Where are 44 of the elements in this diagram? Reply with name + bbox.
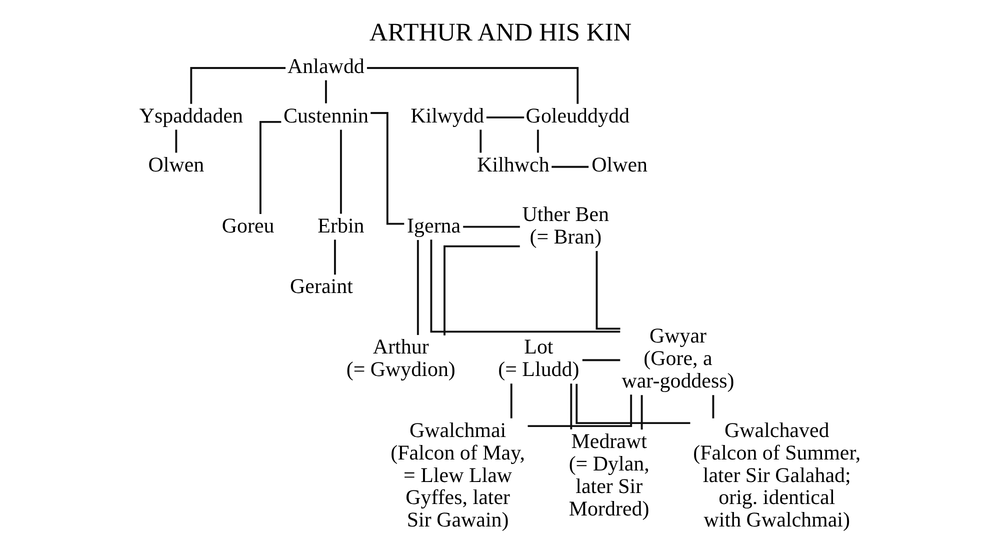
node-text: Gwalchaved (Falcon of Summer, later Sir Galahad; orig. identical with Gwalchmai) <box>692 418 860 532</box>
connector <box>582 359 620 362</box>
node-text: Igerna <box>406 213 460 238</box>
node-text: Kilwydd <box>410 103 484 128</box>
connector <box>462 226 520 228</box>
connector <box>536 130 538 153</box>
node-text: Goreu <box>221 213 274 238</box>
diagram-title: ARTHUR AND HIS KIN <box>368 17 632 46</box>
connector <box>324 80 326 104</box>
node-text: Olwen <box>148 152 204 177</box>
connector <box>510 384 512 418</box>
connector <box>479 130 482 153</box>
connector <box>370 112 404 225</box>
connector <box>174 130 177 153</box>
node-text: Kilhwch <box>476 152 549 177</box>
node-text: Geraint <box>290 274 352 298</box>
connector <box>340 130 342 214</box>
connector <box>430 240 620 333</box>
connector <box>416 240 418 336</box>
node-text: Gwyar (Gore, a war-goddess) <box>621 323 734 392</box>
connector <box>551 166 588 168</box>
connector <box>570 384 572 430</box>
connector <box>366 67 578 104</box>
node-text: Olwen <box>591 152 648 177</box>
connector <box>334 240 336 275</box>
node-text: Goleuddydd <box>525 103 629 128</box>
node-text: Arthur (= Gwydion) <box>346 334 455 382</box>
connector <box>575 384 690 424</box>
node-text: Uther Ben (= Bran) <box>522 202 609 249</box>
connector <box>443 245 520 336</box>
node-text: Lot (= Lludd) <box>498 334 579 382</box>
connector <box>712 395 714 418</box>
connector <box>640 395 642 430</box>
connector <box>190 67 286 104</box>
node-text: Yspaddaden <box>138 103 242 128</box>
node-text: Medrawt (= Dylan, later Sir Mordred) <box>568 429 649 520</box>
connector <box>258 120 281 214</box>
node-text: Anlawdd <box>287 54 364 78</box>
connector <box>595 250 620 330</box>
node-text: Gwalchmai (Falcon of May, = Llew Llaw Gyffes, later Sir Gawain) <box>390 418 524 532</box>
node-text: Erbin <box>317 213 364 238</box>
connector <box>486 116 524 118</box>
connector <box>527 394 632 428</box>
node-text: Custennin <box>282 103 368 128</box>
